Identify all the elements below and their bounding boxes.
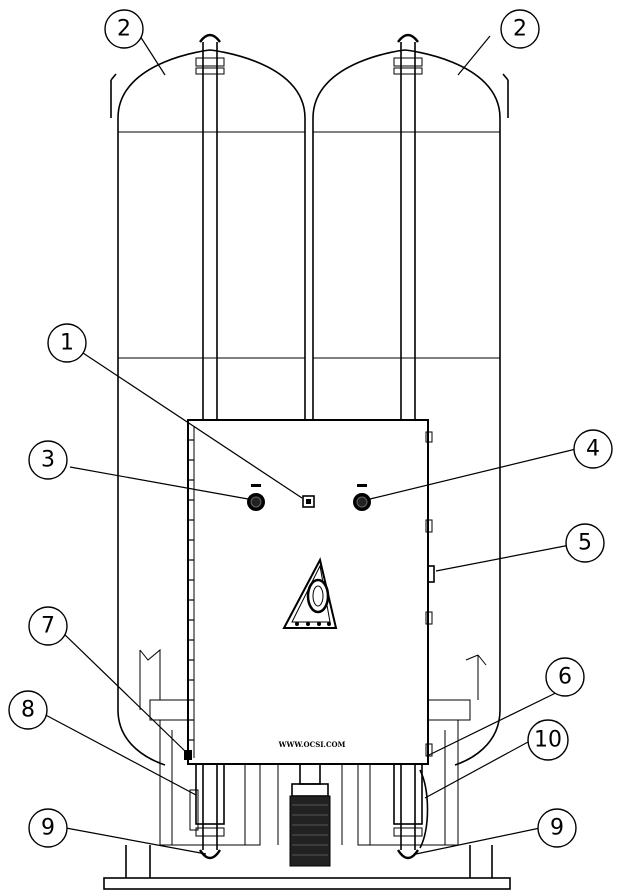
callout-10: 10 bbox=[527, 719, 569, 761]
callout-3: 3 bbox=[28, 440, 68, 480]
callout-7: 7 bbox=[28, 606, 68, 646]
base-plate bbox=[103, 845, 511, 890]
callout-9-left: 9 bbox=[28, 808, 68, 848]
callout-7-label: 7 bbox=[41, 614, 55, 639]
callout-9-right-label: 9 bbox=[550, 816, 564, 841]
right-indicator-light bbox=[353, 484, 371, 511]
left-indicator-light bbox=[247, 484, 265, 511]
callout-4-label: 4 bbox=[586, 437, 600, 462]
center-switch bbox=[302, 495, 315, 508]
callout-2-left: 2 bbox=[104, 9, 144, 49]
callout-2-right: 2 bbox=[500, 9, 540, 49]
right-pipe bbox=[393, 33, 423, 860]
callout-9-right: 9 bbox=[537, 808, 577, 848]
left-tank bbox=[110, 49, 306, 846]
leader-lines bbox=[39, 35, 577, 855]
callout-9-left-label: 9 bbox=[41, 816, 55, 841]
callout-3-label: 3 bbox=[41, 448, 55, 473]
callout-5-label: 5 bbox=[578, 531, 592, 556]
callout-4: 4 bbox=[573, 429, 613, 469]
callout-2-right-label: 2 bbox=[513, 17, 527, 42]
center-filter bbox=[277, 763, 343, 867]
callout-10-label: 10 bbox=[534, 728, 562, 753]
callout-2-left-label: 2 bbox=[117, 17, 131, 42]
company-logo bbox=[282, 557, 338, 629]
callout-6: 6 bbox=[545, 657, 585, 697]
callout-8: 8 bbox=[8, 690, 48, 730]
callout-6-label: 6 bbox=[558, 665, 572, 690]
callout-1-label: 1 bbox=[60, 331, 74, 356]
right-tank bbox=[312, 49, 509, 846]
callout-8-label: 8 bbox=[21, 698, 35, 723]
left-pipe bbox=[195, 33, 225, 860]
callout-5: 5 bbox=[565, 523, 605, 563]
website-label: WWW.OCSI.COM bbox=[278, 740, 346, 749]
left-lower-valve bbox=[189, 763, 225, 831]
callout-1: 1 bbox=[47, 323, 87, 363]
